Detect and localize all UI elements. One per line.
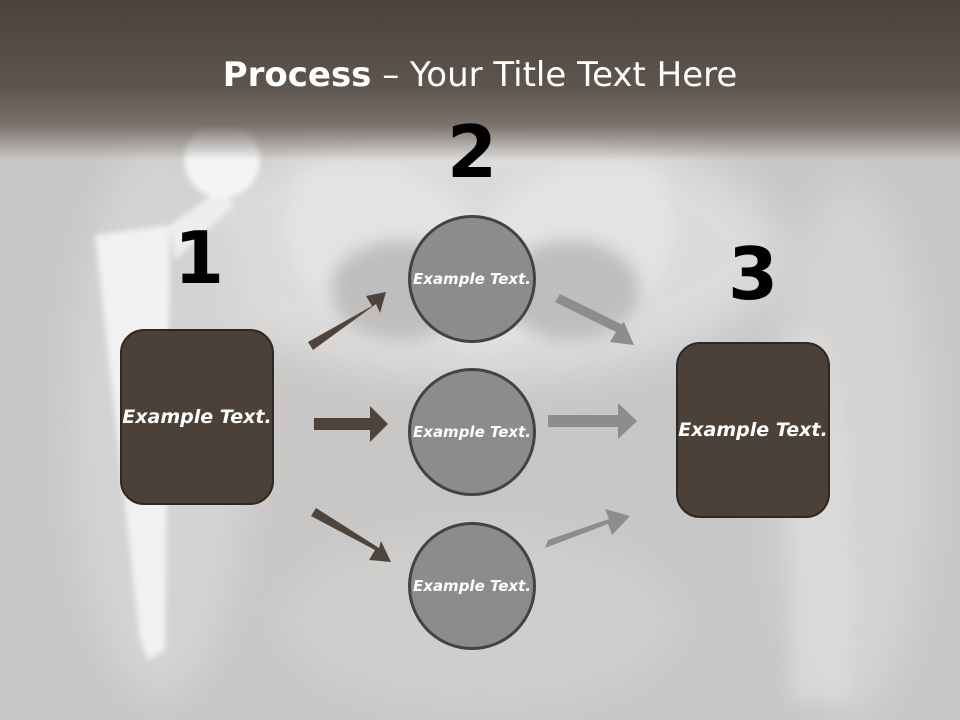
light-arrows bbox=[545, 294, 637, 548]
step-number-1: 1 bbox=[173, 216, 225, 300]
title-bar bbox=[0, 0, 960, 160]
step-1-text: Example Text. bbox=[122, 405, 272, 428]
step-2-circle-top: Example Text. bbox=[408, 215, 536, 343]
step-2-circle-top-text: Example Text. bbox=[413, 269, 531, 288]
arrow-2-to-3-top bbox=[555, 294, 634, 345]
step-1-box: Example Text. bbox=[120, 329, 274, 505]
title-rest: – Your Title Text Here bbox=[371, 55, 738, 95]
step-2-circle-bottom: Example Text. bbox=[408, 522, 536, 650]
arrow-1-to-2-middle bbox=[314, 406, 388, 442]
slide-title: Process – Your Title Text Here bbox=[0, 52, 960, 98]
step-2-circle-bottom-text: Example Text. bbox=[413, 576, 531, 595]
step-2-circle-middle-text: Example Text. bbox=[413, 422, 531, 441]
title-bold: Process bbox=[222, 55, 372, 95]
step-3-text: Example Text. bbox=[678, 418, 828, 441]
step-number-3: 3 bbox=[727, 232, 779, 316]
step-2-circle-middle: Example Text. bbox=[408, 368, 536, 496]
dark-arrows bbox=[308, 292, 391, 562]
step-3-box: Example Text. bbox=[676, 342, 830, 518]
step-number-2: 2 bbox=[446, 110, 498, 194]
arrow-2-to-3-middle bbox=[548, 403, 637, 439]
arrow-1-to-2-top bbox=[308, 292, 386, 350]
arrow-2-to-3-bottom bbox=[545, 509, 630, 548]
arrow-1-to-2-bottom bbox=[311, 508, 391, 562]
